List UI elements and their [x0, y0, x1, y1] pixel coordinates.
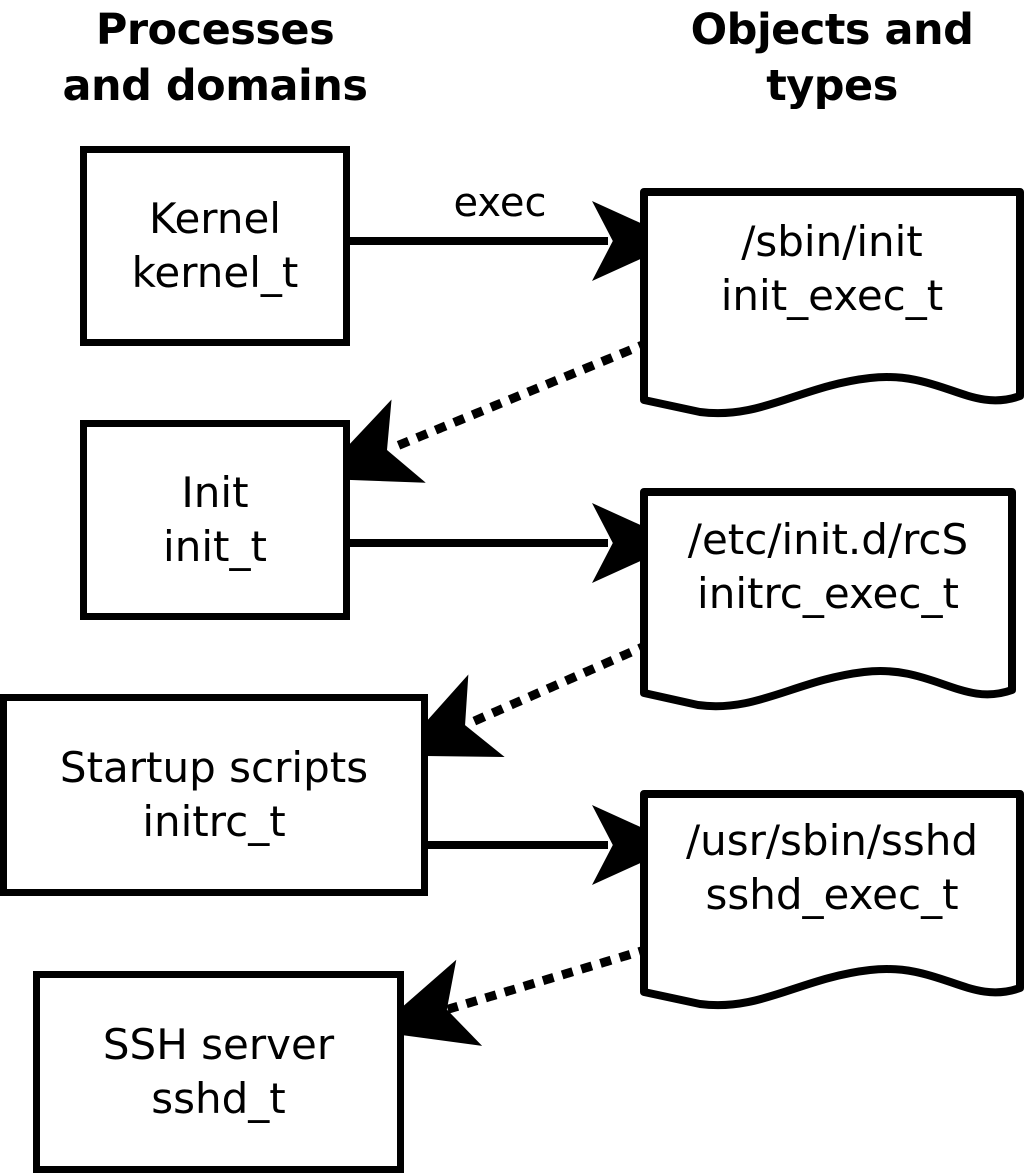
process-node-initrc-type: initrc_t	[142, 797, 286, 846]
object-node-init-exec-label: /sbin/init	[741, 217, 923, 266]
column-header-processes: Processes and domains	[62, 5, 368, 111]
column-header-objects: Objects and types	[690, 5, 974, 111]
process-node-sshd-type: sshd_t	[151, 1074, 286, 1123]
object-node-initrc-exec[interactable]: /etc/init.d/rcS initrc_exec_t	[640, 488, 1016, 713]
object-node-sshd-exec-label: /usr/sbin/sshd	[685, 816, 979, 865]
process-node-initrc[interactable]: Startup scripts initrc_t	[0, 694, 428, 896]
edge-transition-sshd	[374, 944, 651, 1046]
object-node-sshd-exec[interactable]: /usr/sbin/sshd sshd_exec_t	[640, 790, 1024, 1012]
process-node-kernel-label: Kernel	[149, 194, 281, 243]
document-shape-icon	[640, 488, 1016, 713]
document-shape-icon	[640, 188, 1024, 420]
object-node-initrc-exec-label: /etc/init.d/rcS	[687, 515, 969, 564]
edge-label-exec: exec	[453, 180, 547, 226]
process-node-init-label: Init	[181, 468, 249, 517]
object-node-sshd-exec-type: sshd_exec_t	[705, 870, 959, 919]
edge-transition-initrc	[395, 640, 651, 757]
process-node-sshd[interactable]: SSH server sshd_t	[33, 971, 404, 1173]
process-node-init[interactable]: Init init_t	[80, 420, 350, 620]
object-node-initrc-exec-type: initrc_exec_t	[697, 569, 959, 618]
object-node-init-exec-type: init_exec_t	[720, 271, 944, 320]
process-node-kernel[interactable]: Kernel kernel_t	[80, 146, 350, 346]
document-shape-icon	[640, 790, 1024, 1012]
process-node-init-type: init_t	[163, 522, 267, 571]
edge-transition-init	[317, 338, 651, 483]
object-node-init-exec[interactable]: /sbin/init init_exec_t	[640, 188, 1024, 420]
process-node-sshd-label: SSH server	[102, 1020, 335, 1069]
process-node-kernel-type: kernel_t	[131, 248, 299, 297]
process-node-initrc-label: Startup scripts	[59, 743, 369, 792]
